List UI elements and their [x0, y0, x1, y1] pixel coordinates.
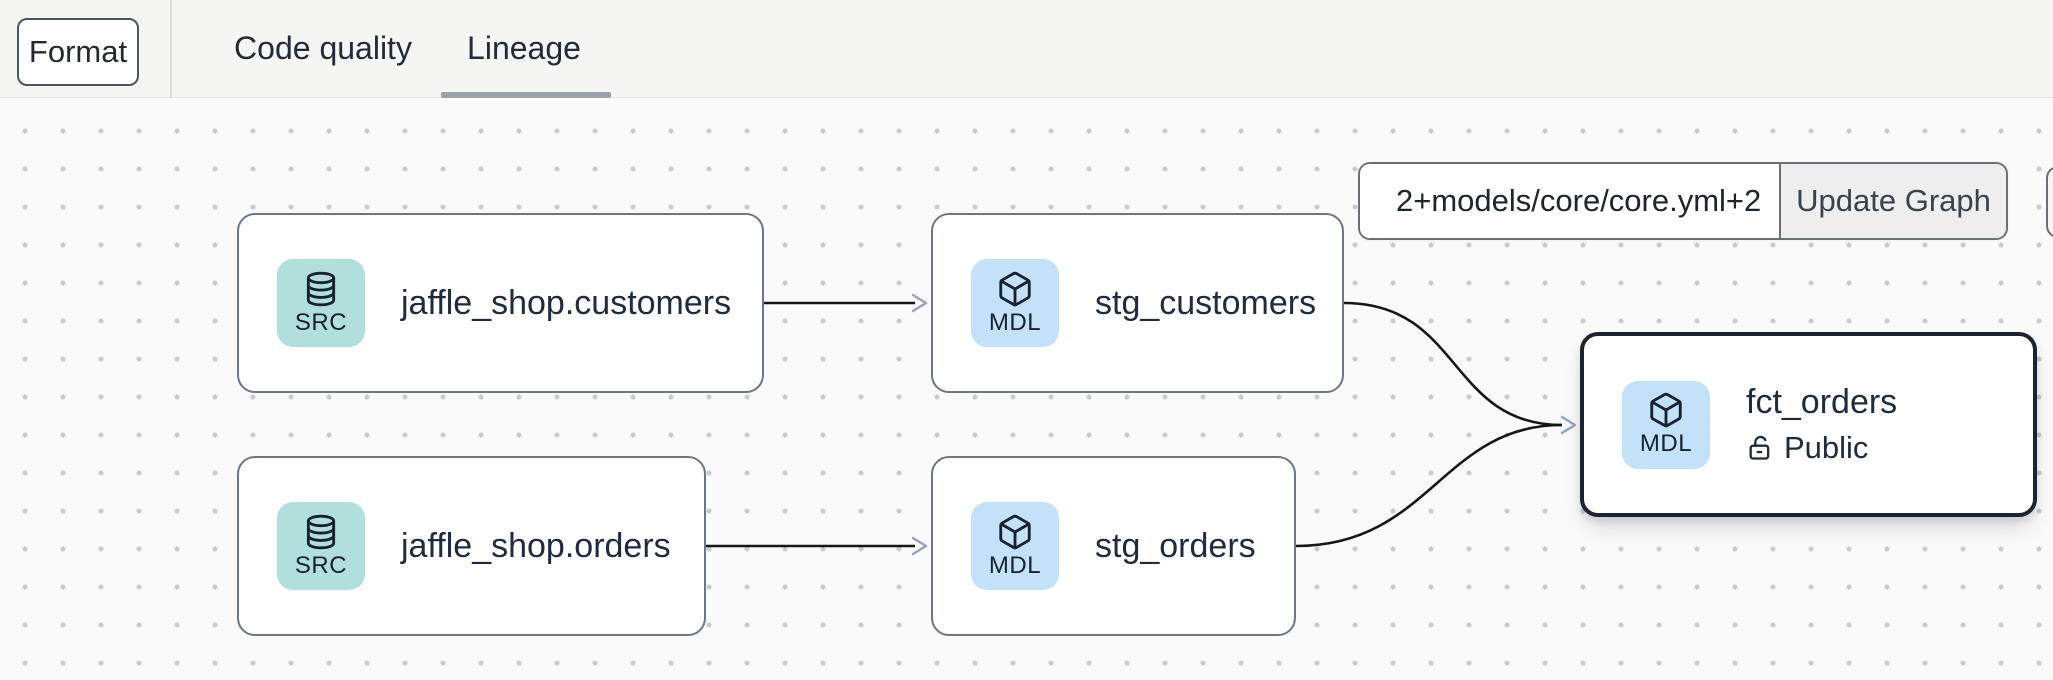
cube-icon: [1650, 392, 1682, 428]
resource-type-badge: SRC: [277, 259, 365, 347]
node-title: stg_customers: [1095, 283, 1317, 322]
lineage-canvas[interactable]: SRC jaffle_shop.customers MDL stg_custom…: [0, 98, 2053, 680]
node-visibility: Public: [1746, 430, 1897, 466]
database-icon: [306, 271, 336, 306]
arrowhead-icon: [911, 293, 928, 313]
edge-stg-orders-to-fct-orders: [1295, 423, 1563, 548]
badge-label: MDL: [988, 551, 1042, 579]
update-graph-button[interactable]: Update Graph: [1779, 164, 2006, 238]
database-icon: [306, 514, 336, 549]
resource-type-badge: SRC: [277, 502, 365, 590]
badge-label: SRC: [294, 551, 348, 579]
badge-label: SRC: [294, 308, 348, 336]
format-button[interactable]: Format: [17, 18, 139, 86]
tab-code-quality[interactable]: Code quality: [234, 30, 412, 66]
header-divider: [170, 0, 172, 98]
node-title: jaffle_shop.customers: [401, 283, 732, 322]
tab-lineage[interactable]: Lineage: [467, 30, 581, 66]
header-toolbar: Format Code quality Lineage: [0, 0, 2053, 98]
cube-icon: [999, 514, 1031, 549]
node-source-jaffle-shop-customers[interactable]: SRC jaffle_shop.customers: [237, 213, 764, 393]
resource-type-badge: MDL: [971, 502, 1059, 590]
arrowhead-icon: [911, 536, 928, 556]
arrowhead-icon: [1560, 415, 1577, 435]
badge-label: MDL: [988, 308, 1042, 336]
node-model-fct-orders[interactable]: MDL fct_orders Public: [1580, 332, 2037, 517]
node-source-jaffle-shop-orders[interactable]: SRC jaffle_shop.orders: [237, 456, 706, 636]
node-model-stg-orders[interactable]: MDL stg_orders: [931, 456, 1296, 636]
resource-type-badge: MDL: [971, 259, 1059, 347]
node-title: jaffle_shop.orders: [401, 526, 671, 565]
edge-stg-customers-to-fct-orders: [1343, 301, 1563, 427]
resource-type-badge: MDL: [1622, 380, 1710, 469]
node-title: stg_orders: [1095, 526, 1256, 565]
node-title: fct_orders: [1746, 383, 1898, 421]
node-model-stg-customers[interactable]: MDL stg_customers: [931, 213, 1344, 393]
badge-label: MDL: [1639, 430, 1693, 457]
clipped-right-edge-button[interactable]: [2046, 166, 2053, 238]
active-tab-underline: [441, 92, 611, 98]
unlock-icon: [1749, 435, 1770, 460]
node-text-column: fct_orders Public: [1746, 383, 1897, 466]
visibility-label: Public: [1784, 430, 1869, 465]
cube-icon: [999, 271, 1031, 306]
model-selector-group: Update Graph: [1358, 162, 2008, 240]
model-selector-input[interactable]: [1360, 164, 1779, 238]
